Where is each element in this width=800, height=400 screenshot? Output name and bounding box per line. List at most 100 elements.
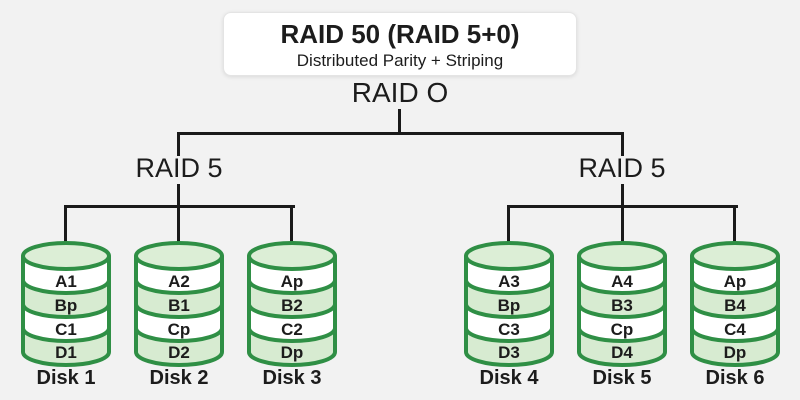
disk-separator-arc bbox=[464, 303, 554, 319]
disk6-name-label: Disk 6 bbox=[705, 367, 765, 389]
disk-separator-arc bbox=[247, 327, 337, 343]
disk-band bbox=[466, 256, 552, 293]
disk-band bbox=[249, 328, 335, 365]
disk-band bbox=[579, 328, 665, 365]
disk5-name-label: Disk 5 bbox=[592, 367, 652, 389]
disk-band bbox=[136, 280, 222, 317]
disk4-cylinder: A3 Bp C3 D3 bbox=[464, 241, 554, 367]
disk-top-ellipse bbox=[690, 241, 780, 271]
disk-block-label: C3 bbox=[498, 320, 520, 339]
disk-block-label: A2 bbox=[168, 272, 190, 291]
disk2-name-label: Disk 2 bbox=[149, 367, 209, 389]
disk-separator-arc bbox=[21, 327, 111, 343]
disk-band bbox=[579, 256, 665, 293]
disk2-cylinder: A2 B1 Cp D2 bbox=[134, 241, 224, 367]
disk-band bbox=[692, 304, 778, 341]
disk-separator-arc bbox=[247, 279, 337, 295]
disk-block-label: C4 bbox=[724, 320, 746, 339]
connector-disk4-stub bbox=[507, 205, 510, 243]
disk-separator-arc bbox=[464, 327, 554, 343]
disk1-cylinder: A1 Bp C1 D1 bbox=[21, 241, 111, 367]
disk-separator-arc bbox=[134, 279, 224, 295]
disk-separator-arc bbox=[690, 327, 780, 343]
disk-separator-arc bbox=[247, 303, 337, 319]
disk-band bbox=[136, 256, 222, 293]
disk-outline bbox=[577, 256, 667, 367]
disk-top-ellipse bbox=[21, 241, 111, 271]
disk-separator-arc bbox=[577, 327, 667, 343]
disk-block-label: Bp bbox=[498, 296, 521, 315]
raid5-left-node-label: RAID 5 bbox=[135, 153, 223, 183]
disk-separator-arc bbox=[134, 303, 224, 319]
connector-raid5-right-drop bbox=[621, 132, 624, 156]
disk-block-label: Bp bbox=[55, 296, 78, 315]
disk-outline bbox=[464, 256, 554, 367]
disk-block-label: D1 bbox=[55, 343, 77, 362]
connector-level1-horizontal bbox=[177, 132, 624, 135]
disk-block-label: Dp bbox=[724, 343, 747, 362]
connector-left-riser bbox=[177, 184, 180, 208]
disk-separator-arc bbox=[21, 279, 111, 295]
disk-block-label: Cp bbox=[611, 320, 634, 339]
disk-block-label: B2 bbox=[281, 296, 303, 315]
disk-band bbox=[692, 256, 778, 293]
disk-band bbox=[23, 328, 109, 365]
disk-band bbox=[692, 328, 778, 365]
disk-band bbox=[136, 328, 222, 365]
disk-band bbox=[692, 280, 778, 317]
disk-block-label: Ap bbox=[724, 272, 747, 291]
disk-block-label: B1 bbox=[168, 296, 190, 315]
connector-disk1-stub bbox=[64, 205, 67, 243]
disk-band bbox=[579, 304, 665, 341]
connector-disk3-stub bbox=[290, 205, 293, 243]
connector-raid5-left-drop bbox=[177, 132, 180, 156]
disk-separator-arc bbox=[577, 279, 667, 295]
disk5-cylinder: A4 B3 Cp D4 bbox=[577, 241, 667, 367]
disk-block-label: C2 bbox=[281, 320, 303, 339]
disk-band bbox=[466, 328, 552, 365]
disk-band bbox=[23, 304, 109, 341]
disk-band bbox=[466, 280, 552, 317]
disk-band bbox=[23, 280, 109, 317]
disk-band bbox=[249, 280, 335, 317]
connector-right-riser bbox=[621, 184, 624, 208]
connector-disk5-stub bbox=[621, 205, 624, 243]
disk-top-ellipse bbox=[577, 241, 667, 271]
disk-band bbox=[579, 280, 665, 317]
disk-block-label: B4 bbox=[724, 296, 746, 315]
raid5-right-node-label: RAID 5 bbox=[578, 153, 666, 183]
disk-block-label: D2 bbox=[168, 343, 190, 362]
disk-outline bbox=[134, 256, 224, 367]
connector-disk2-stub bbox=[177, 205, 180, 243]
disk-block-label: A1 bbox=[55, 272, 77, 291]
title-heading: RAID 50 (RAID 5+0) bbox=[280, 18, 520, 49]
disk-band bbox=[136, 304, 222, 341]
disk-separator-arc bbox=[577, 303, 667, 319]
disk-block-label: C1 bbox=[55, 320, 77, 339]
disk-outline bbox=[690, 256, 780, 367]
disk-block-label: A3 bbox=[498, 272, 520, 291]
disk-outline bbox=[21, 256, 111, 367]
disk1-name-label: Disk 1 bbox=[36, 367, 96, 389]
title-box: RAID 50 (RAID 5+0) Distributed Parity + … bbox=[223, 12, 577, 76]
disk-separator-arc bbox=[21, 303, 111, 319]
disk-band bbox=[249, 304, 335, 341]
disk6-cylinder: Ap B4 C4 Dp bbox=[690, 241, 780, 367]
raid0-node-label: RAID O bbox=[351, 77, 449, 108]
disk-top-ellipse bbox=[464, 241, 554, 271]
title-subtitle: Distributed Parity + Striping bbox=[296, 50, 504, 70]
disk-block-label: D4 bbox=[611, 343, 633, 362]
disk-block-label: Cp bbox=[168, 320, 191, 339]
disk-block-label: Dp bbox=[281, 343, 304, 362]
disk-band bbox=[23, 256, 109, 293]
disk-separator-arc bbox=[690, 279, 780, 295]
disk-block-label: A4 bbox=[611, 272, 633, 291]
disk-block-label: B3 bbox=[611, 296, 633, 315]
disk-block-label: Ap bbox=[281, 272, 304, 291]
disk4-name-label: Disk 4 bbox=[479, 367, 539, 389]
disk-outline bbox=[247, 256, 337, 367]
disk-top-ellipse bbox=[134, 241, 224, 271]
disk3-name-label: Disk 3 bbox=[262, 367, 322, 389]
disk-separator-arc bbox=[134, 327, 224, 343]
